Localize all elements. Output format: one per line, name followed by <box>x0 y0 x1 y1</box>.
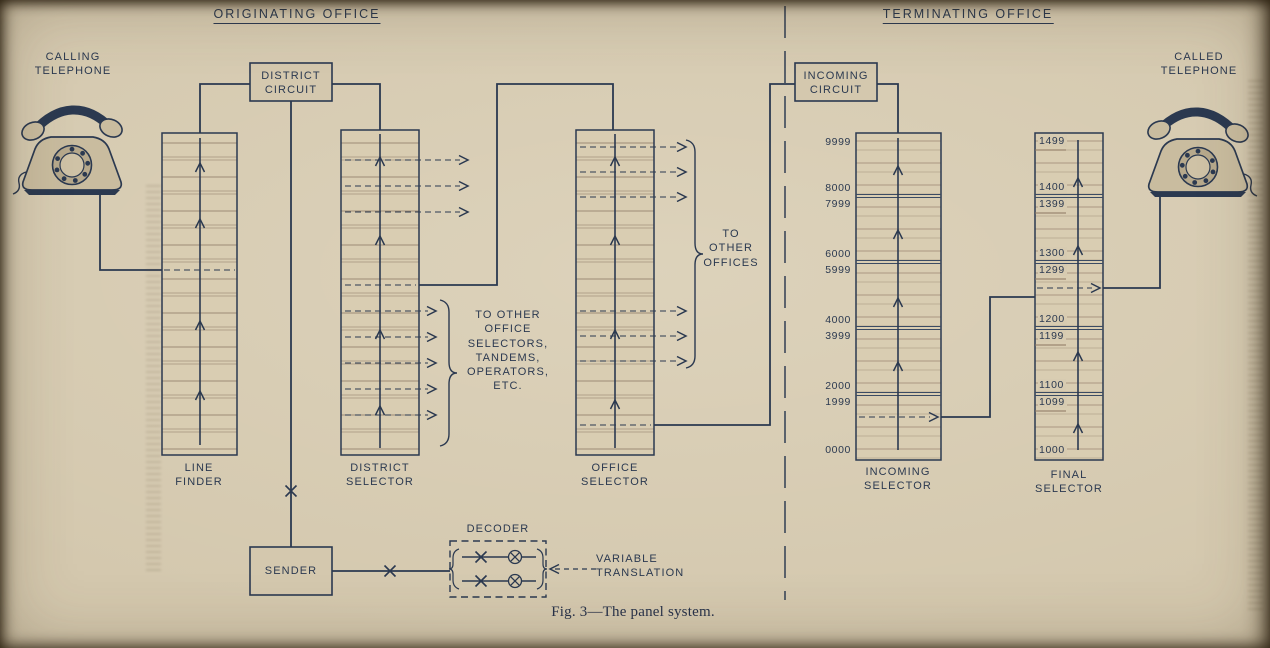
incoming-level-9999: 9999 <box>825 136 851 148</box>
calling-line <box>99 194 162 271</box>
incoming-circuit-label: INCOMING CIRCUIT <box>803 70 869 97</box>
final-level-1199: 1199 <box>1038 330 1066 342</box>
incoming-level-4000: 4000 <box>825 314 851 326</box>
district-circuit-to-district-selector <box>332 83 381 130</box>
called-line <box>1103 193 1161 289</box>
incoming-level-6000: 6000 <box>825 248 851 260</box>
called-telephone-illustration <box>1145 112 1257 197</box>
final-level-1299: 1299 <box>1038 264 1067 276</box>
connection-lines <box>99 83 1161 572</box>
to-other-group-label: TO OTHER OFFICE SELECTORS, TANDEMS, OPER… <box>466 309 550 393</box>
final-number-cell-lines <box>1035 149 1066 412</box>
district-selector-bank <box>340 129 469 456</box>
to-other-offices-label: TO OTHER OFFICES <box>703 228 759 269</box>
variable-translation-label: VARIABLE TRANSLATION <box>596 553 685 580</box>
district-selector-label: DISTRICT SELECTOR <box>346 462 414 489</box>
incoming-level-7999: 7999 <box>825 198 851 210</box>
incoming-level-0000: 0000 <box>825 444 851 456</box>
incoming-level-2000: 2000 <box>825 380 851 392</box>
office-trunk-group-brace <box>685 139 704 369</box>
incoming-circuit-box <box>794 62 878 102</box>
district-circuit-label: DISTRICT CIRCUIT <box>261 70 321 97</box>
district-to-office-selector <box>419 83 614 286</box>
title-terminating-office: TERMINATING OFFICE <box>882 6 1054 25</box>
office-trunks-dashed <box>580 146 678 426</box>
figure-caption: Fig. 3—The panel system. <box>551 604 715 620</box>
calling-telephone-label: CALLING TELEPHONE <box>34 51 112 78</box>
final-level-1000: 1000 <box>1038 444 1067 456</box>
district-trunks-dashed <box>345 159 460 416</box>
line-finder-bank <box>161 132 238 456</box>
office-selector-to-incoming-circuit <box>654 83 795 426</box>
incoming-level-1999: 1999 <box>825 396 851 408</box>
final-level-1399: 1399 <box>1038 198 1067 210</box>
district-trunk-group-brace <box>439 299 458 447</box>
decoder-internals <box>448 548 548 590</box>
incoming-level-8000: 8000 <box>825 182 851 194</box>
title-originating-office: ORIGINATING OFFICE <box>213 6 381 25</box>
sender-box <box>249 546 333 596</box>
calling-telephone-illustration <box>13 110 125 195</box>
decoder-box <box>449 540 547 598</box>
decoder-label: DECODER <box>466 523 530 535</box>
linefinder-to-district-circuit <box>199 83 250 133</box>
final-selector-label: FINAL SELECTOR <box>1035 469 1103 496</box>
final-level-1099: 1099 <box>1038 396 1067 408</box>
incoming-to-final-selector <box>941 296 1035 418</box>
incoming-level-3999: 3999 <box>825 330 851 342</box>
called-telephone-label: CALLED TELEPHONE <box>1160 51 1238 78</box>
final-level-1400: 1400 <box>1038 181 1067 193</box>
final-level-1499: 1499 <box>1038 135 1067 147</box>
incoming-selector-label: INCOMING SELECTOR <box>864 466 932 493</box>
final-level-1100: 1100 <box>1038 379 1066 391</box>
sender-label: SENDER <box>264 565 318 577</box>
final-level-1200: 1200 <box>1038 313 1067 325</box>
district-circuit-box <box>249 62 333 102</box>
decoder-brace-right <box>536 548 548 590</box>
decoder-brace-left <box>448 548 460 590</box>
office-selector-bank <box>575 129 704 456</box>
line-finder-label: LINE FINDER <box>175 462 223 489</box>
office-selector-label: OFFICE SELECTOR <box>581 462 649 489</box>
incoming-circuit-to-incoming-selector <box>877 83 899 133</box>
incoming-selector-bank <box>855 132 942 461</box>
final-group-boundaries <box>1035 193 1103 397</box>
incoming-level-5999: 5999 <box>825 264 851 276</box>
final-level-1300: 1300 <box>1038 247 1067 259</box>
